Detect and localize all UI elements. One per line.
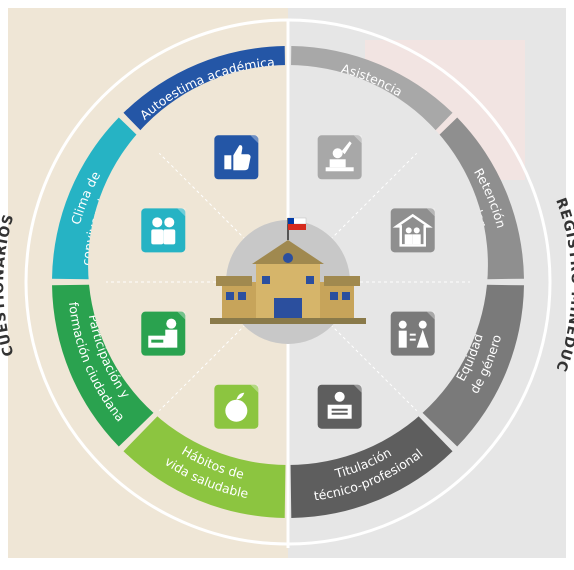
school-house-icon xyxy=(390,208,435,253)
diploma-icon xyxy=(317,384,362,429)
segment-band-equidad xyxy=(418,284,524,447)
segment-band-titulacion xyxy=(290,412,453,518)
apple-icon xyxy=(214,384,259,429)
segment-band-participacion xyxy=(52,284,158,447)
two-people-icon xyxy=(141,208,186,253)
school-building-icon xyxy=(210,217,366,344)
thumbs-up-icon xyxy=(214,135,259,180)
gender-equal-icon xyxy=(390,311,435,356)
indicator-icons xyxy=(141,135,435,429)
ballot-box-icon xyxy=(141,311,186,356)
raised-hand-icon xyxy=(317,135,362,180)
segment-band-habitos xyxy=(123,412,286,518)
